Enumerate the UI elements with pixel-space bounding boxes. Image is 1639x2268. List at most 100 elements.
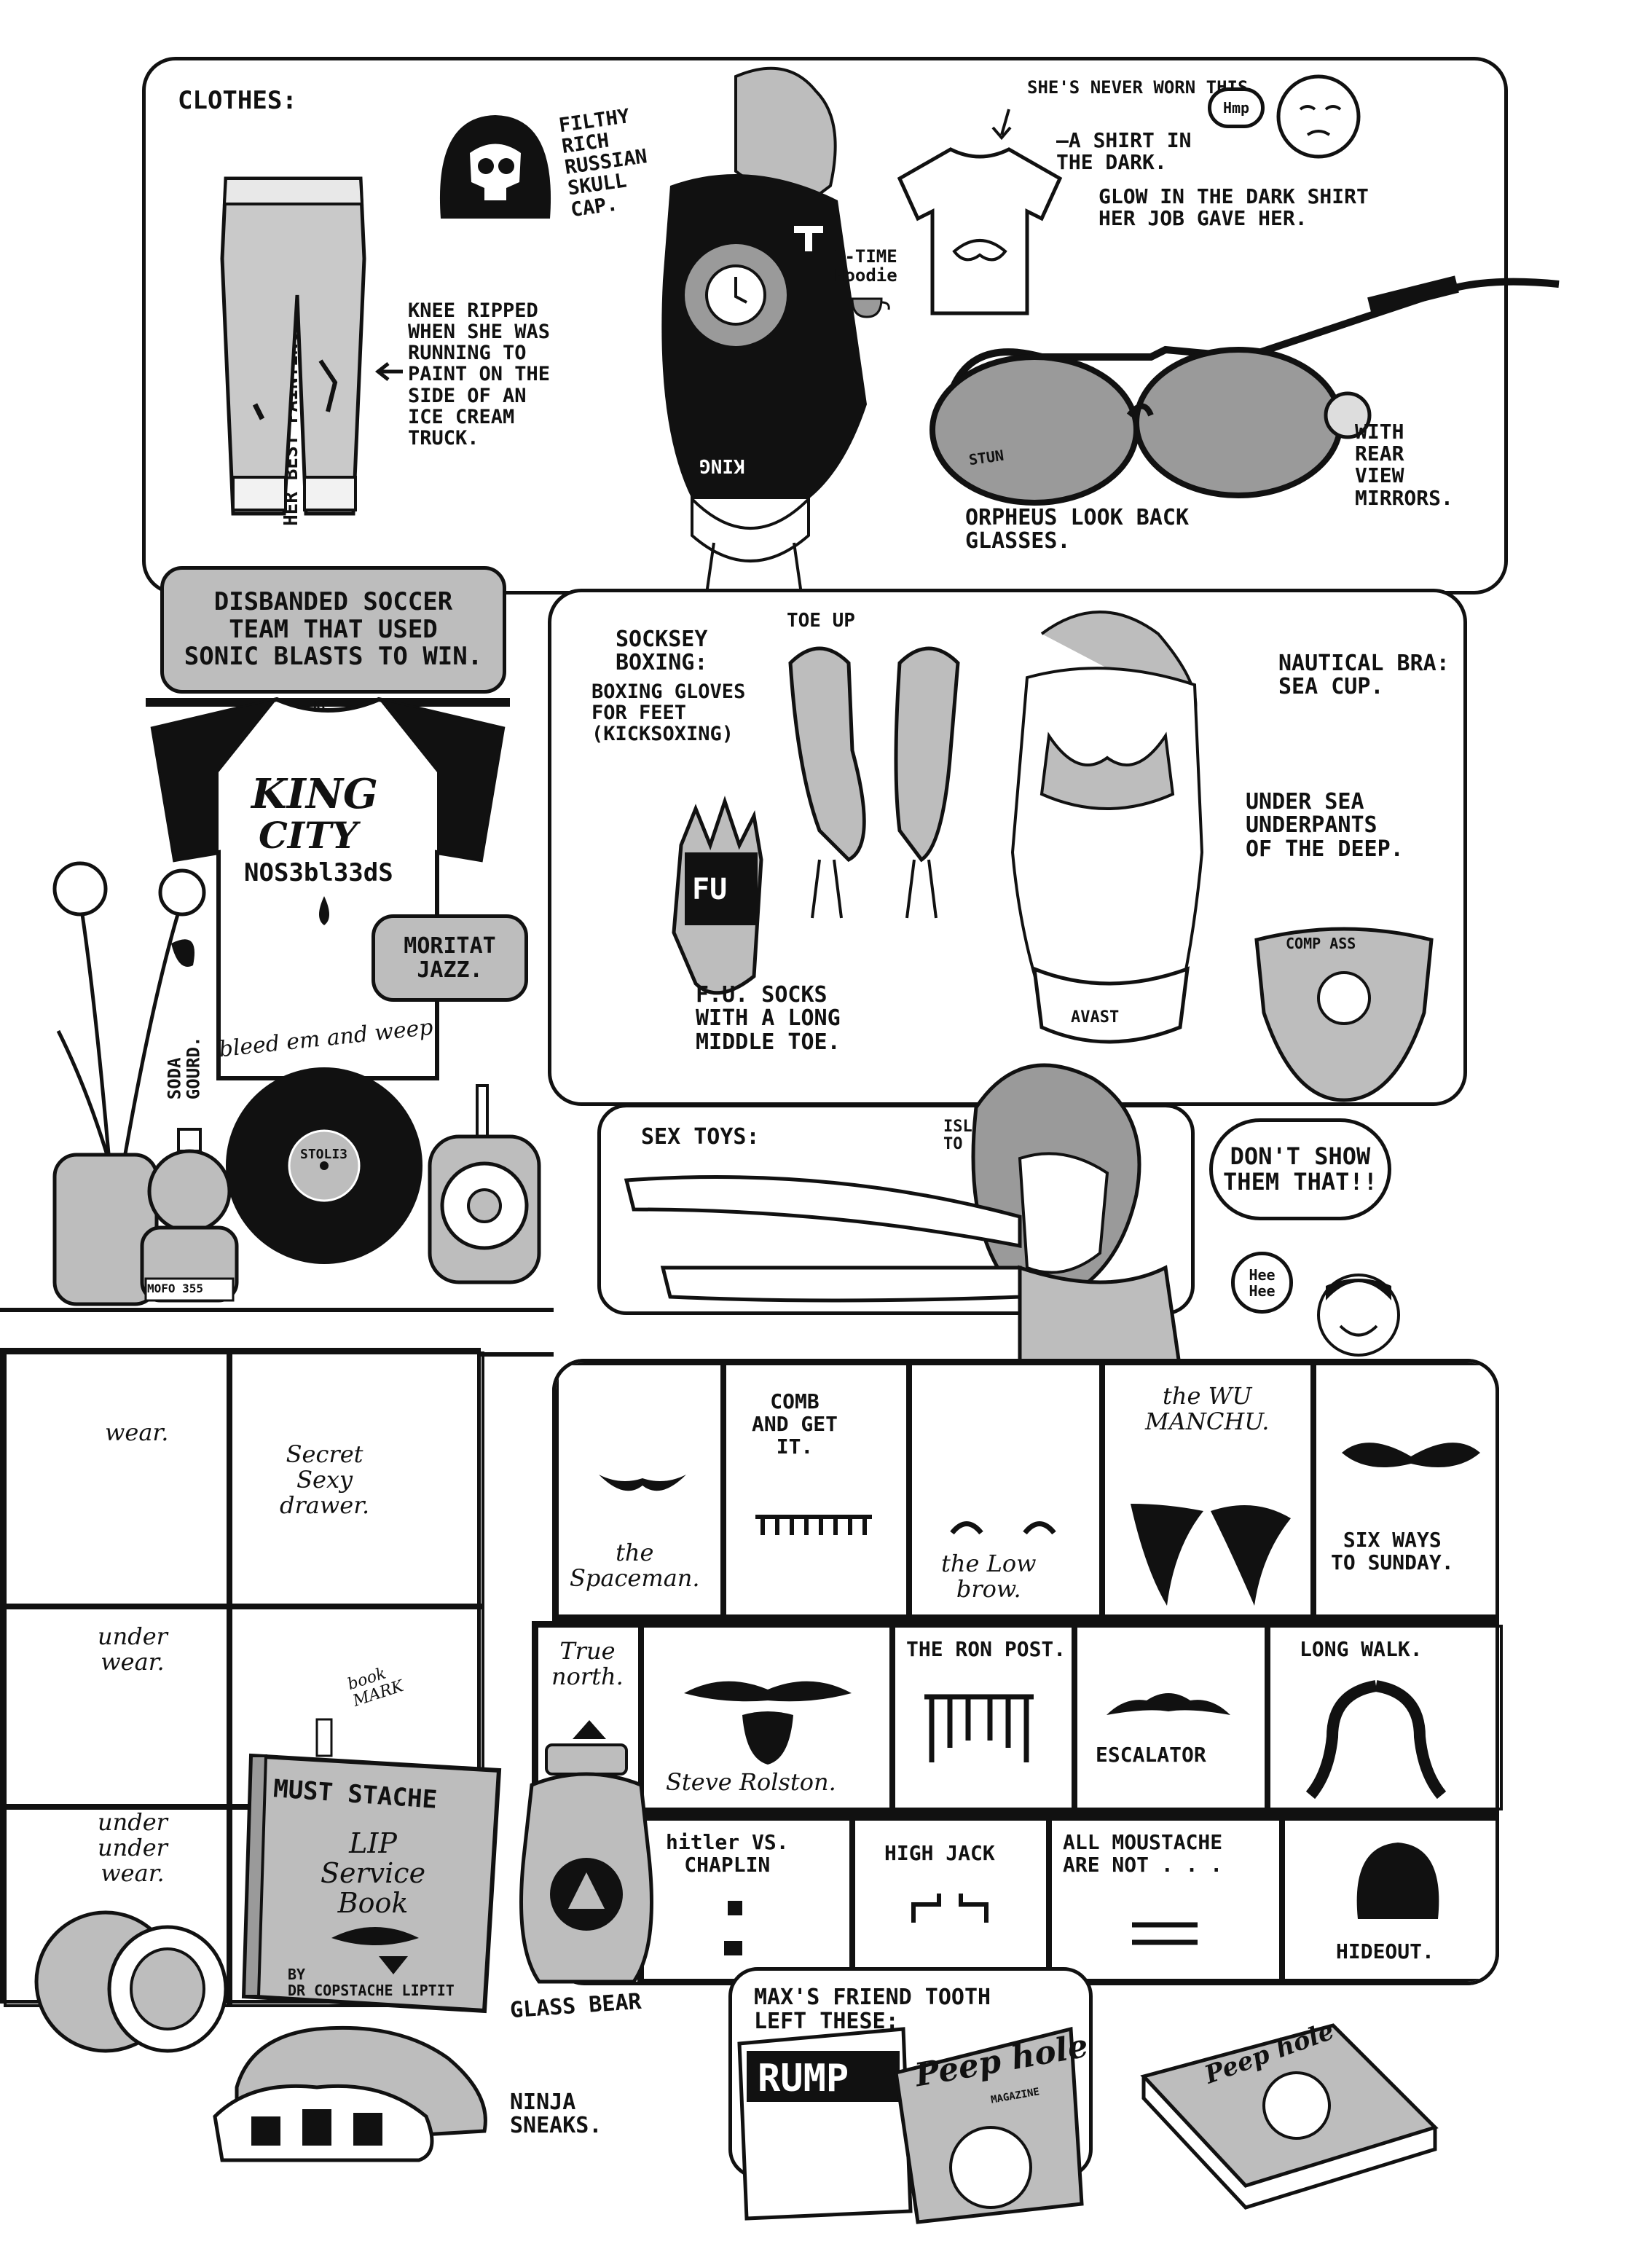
hmp-text: Hmp [1222, 99, 1250, 117]
alarm-clock [34, 1910, 228, 2053]
gourd-base-text: MOFO 355 [147, 1282, 204, 1295]
boxing-socks [788, 646, 960, 919]
magazine-stack [1140, 2023, 1439, 2210]
longwalk-moustache-icon [1305, 1680, 1447, 1800]
moustache-longwalk[interactable]: LONG WALK. [1267, 1625, 1503, 1810]
sixways-moustache-icon [1342, 1443, 1480, 1467]
moustache-sixways[interactable]: SIX WAYS TO SUNDAY. [1313, 1362, 1495, 1617]
moustache-truenorth[interactable]: True north. [535, 1625, 641, 1810]
hitlerchaplin-label: hitler VS. CHAPLIN [666, 1830, 789, 1877]
moustache-highjack[interactable]: HIGH JACK [852, 1818, 1049, 1982]
drawer-wear[interactable]: wear. [4, 1351, 229, 1606]
moustache-wumanchu[interactable]: the WU MANCHU. [1102, 1362, 1313, 1617]
moustache-comb[interactable]: COMB AND GET IT. [723, 1362, 909, 1617]
grumpy-face-icon [1276, 74, 1361, 159]
robot-clock [428, 1084, 541, 1284]
socksey-desc: BOXING GLOVES FOR FEET (KICKSOXING) [591, 680, 746, 746]
spaceman-label: the Spaceman. [570, 1539, 700, 1593]
soccer-shirt-line1: KING [251, 770, 378, 818]
fu-socks-label: F.U. SOCKS WITH A LONG MIDDLE TOE. [696, 982, 841, 1055]
compass-underpants [1254, 927, 1434, 1102]
bra-figure [1010, 611, 1204, 1044]
hoodie-note: T-TIME Hoodie [834, 246, 897, 286]
painting-pants [220, 176, 366, 516]
lowbrow-label: the Low brow. [941, 1550, 1037, 1604]
allnot-moustache-icon [1132, 1922, 1198, 1945]
drawer-wear-label: wear. [105, 1419, 169, 1446]
moustache-ronpost[interactable]: THE RON POST. [892, 1625, 1074, 1810]
highjack-moustache-icon [911, 1894, 988, 1923]
soda-gourd [140, 1128, 239, 1303]
hoodie-print: KING [699, 455, 745, 477]
drawer-under-wear[interactable]: under wear. [4, 1606, 229, 1807]
magazines [737, 2026, 1084, 2224]
spaceman-moustache-icon [599, 1475, 686, 1491]
moustache-lowbrow[interactable]: the Low brow. [909, 1362, 1102, 1617]
dont-show-bubble: DON'T SHOW THEM THAT!! [1209, 1118, 1391, 1220]
book-author: BY DR COPSTACHE LIPTIT [288, 1966, 455, 1999]
soccer-shirt-line3: NOS3bl33dS [244, 858, 393, 887]
sextoys-heading: SEX TOYS: [641, 1124, 760, 1150]
ninja-sneakers [213, 2025, 487, 2162]
moustache-allnot[interactable]: ALL MOUSTACHE ARE NOT . . . [1049, 1818, 1282, 1982]
drawer-under-under-wear-label: under under wear. [98, 1808, 168, 1888]
escalator-label: ESCALATOR [1096, 1743, 1206, 1767]
ninja-label: NINJA SNEAKS. [510, 2090, 602, 2139]
arrow-down-icon [991, 109, 1012, 141]
toe-up: TOE UP [787, 610, 855, 632]
orpheus-glasses [929, 275, 1560, 506]
sextoys-isl: ISL TO [943, 1118, 972, 1153]
gourd-label: SODA GOURD. [164, 1036, 204, 1100]
hoodie-figure [661, 66, 867, 595]
moustache-hideout[interactable]: HIDEOUT. [1282, 1818, 1495, 1982]
glow-shirt [897, 147, 1063, 315]
flower-vase [52, 861, 206, 1306]
steverolston-moustache-icon [684, 1681, 852, 1765]
hideout-label: HIDEOUT. [1336, 1939, 1434, 1963]
shirt-desc: GLOW IN THE DARK SHIRT HER JOB GAVE HER. [1098, 184, 1369, 231]
mag1-title: RUMP [758, 2057, 849, 2100]
drawer-secret[interactable]: Secret Sexy drawer. [229, 1351, 484, 1606]
clothes-heading: CLOTHES: [178, 86, 297, 115]
drawer-secret-label: Secret Sexy drawer. [280, 1440, 370, 1520]
highjack-label: HIGH JACK [884, 1841, 995, 1865]
tea-cup-icon [851, 297, 890, 318]
hmp-bubble: Hmp [1208, 87, 1265, 128]
hee-text: Hee Hee [1249, 1266, 1276, 1300]
reaching-girl [624, 1063, 1182, 1372]
compass-text: COMP ASS [1286, 935, 1356, 952]
pants-note: KNEE RIPPED WHEN SHE WAS RUNNING TO PAIN… [408, 299, 551, 450]
escalator-moustache-icon [1107, 1693, 1230, 1715]
laughing-face [1317, 1274, 1400, 1357]
tooth-bubble-text: MAX'S FRIEND TOOTH LEFT THESE: [754, 1985, 991, 2034]
hitlerchaplin-moustache-icon [724, 1901, 742, 1955]
book-subtitle: LIP Service Book [321, 1827, 426, 1920]
glasses-note: WITH REAR VIEW MIRRORS. [1355, 420, 1453, 510]
wumanchu-moustache-icon [1131, 1504, 1291, 1606]
fu-print: FU [692, 873, 728, 906]
moritat-bubble-text: MORITAT JAZZ. [404, 933, 496, 983]
comb-label: COMB AND GET IT. [752, 1389, 838, 1459]
moustache-row-1: the Spaceman. COMB AND GET IT. the Low b… [552, 1359, 1499, 1621]
shirt-never-worn: SHE'S NEVER WORN THIS [1027, 77, 1249, 98]
glasses-name: ORPHEUS LOOK BACK GLASSES. [965, 505, 1190, 554]
vinyl-record [226, 1067, 422, 1264]
soccer-collar: KC [313, 699, 329, 714]
soccer-shirt-line2: CITY [259, 814, 358, 857]
ronpost-label: THE RON POST. [906, 1637, 1066, 1661]
glass-bear [519, 1743, 653, 1984]
moustache-hitlerchaplin[interactable]: hitler VS. CHAPLIN [641, 1818, 852, 1982]
moustache-row-3: hitler VS. CHAPLIN HIGH JACK ALL MOUSTAC… [637, 1814, 1499, 1985]
avast-text: AVAST [1071, 1008, 1120, 1027]
soccer-bubble-text: DISBANDED SOCCER TEAM THAT USED SONIC BL… [184, 587, 483, 672]
ronpost-moustache-icon [924, 1694, 1034, 1762]
truenorth-moustache-icon [573, 1720, 606, 1739]
socksey-heading: SOCKSEY BOXING: [616, 627, 708, 676]
comb-moustache-icon [755, 1515, 872, 1535]
moustache-spaceman[interactable]: the Spaceman. [556, 1362, 723, 1617]
record-label: STOLI3 [300, 1147, 348, 1162]
skull-cap [439, 115, 551, 219]
moustache-escalator[interactable]: ESCALATOR [1074, 1625, 1267, 1810]
allnot-label: ALL MOUSTACHE ARE NOT . . . [1063, 1830, 1223, 1877]
moustache-steverolston[interactable]: Steve Rolston. [641, 1625, 892, 1810]
